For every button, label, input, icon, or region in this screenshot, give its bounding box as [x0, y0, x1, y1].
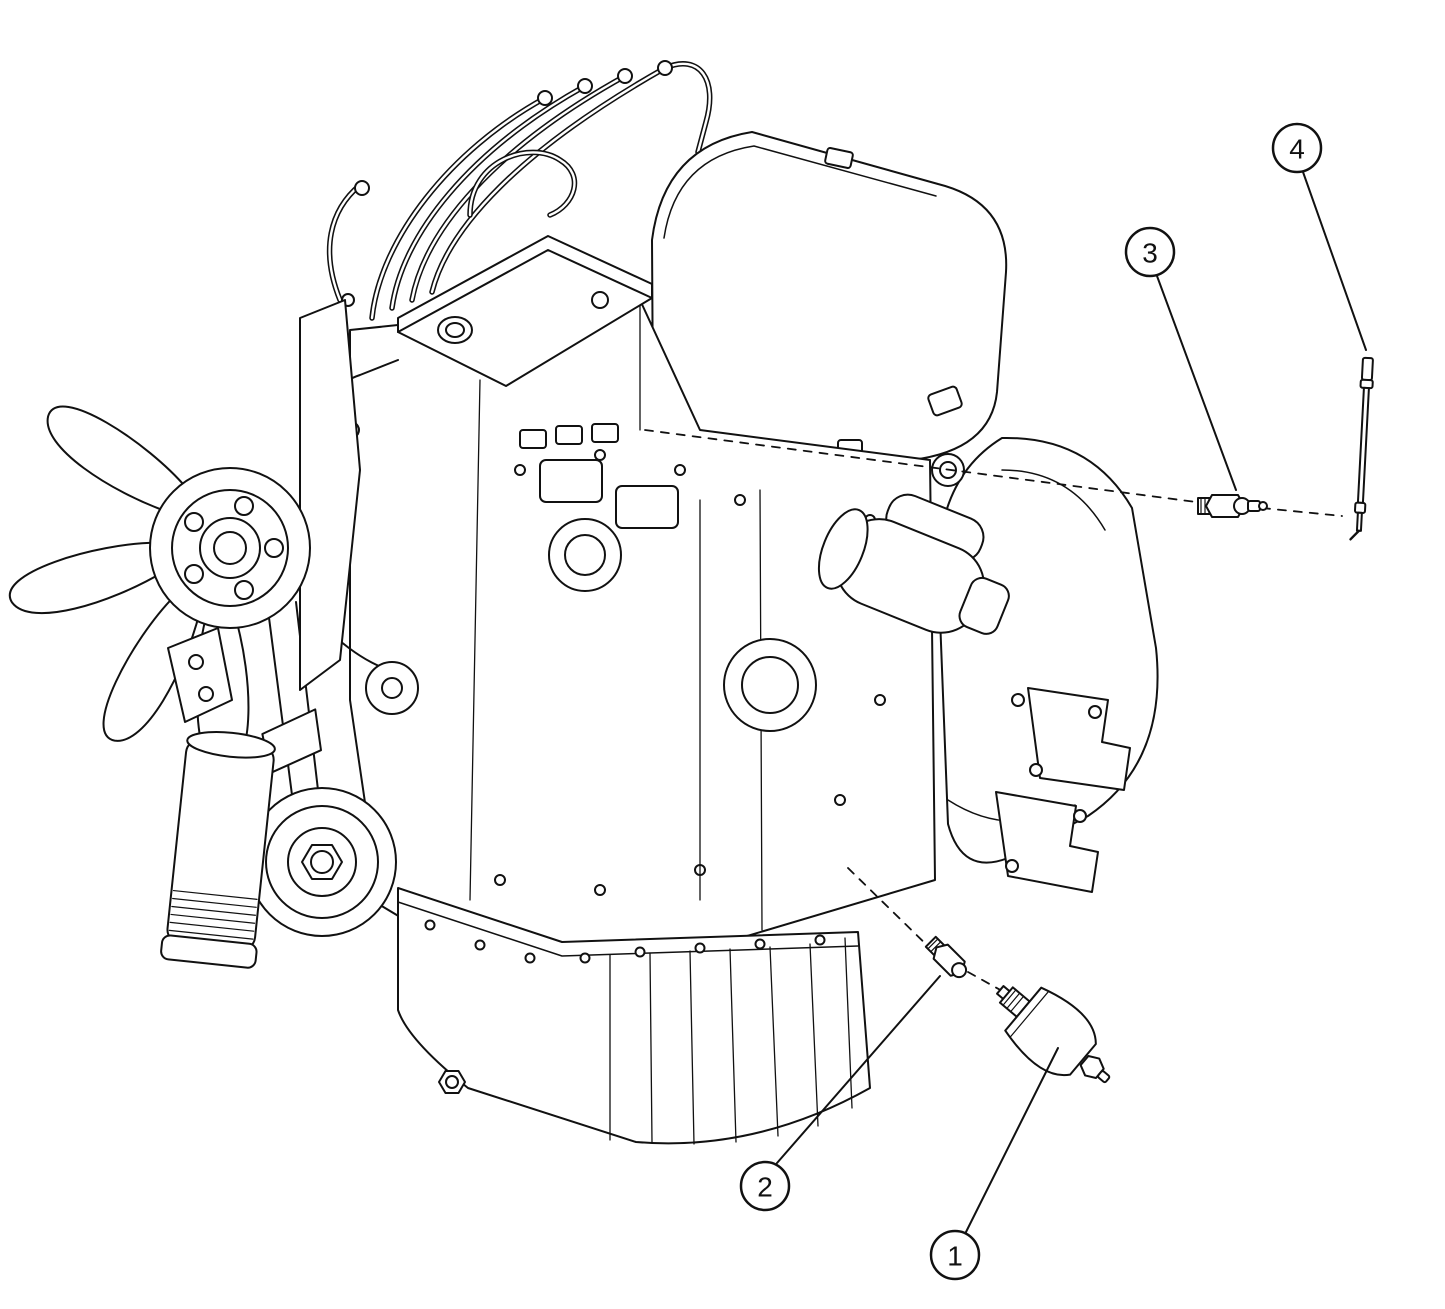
callout-1-leader-line — [965, 1047, 1059, 1233]
oil-pan — [397, 887, 871, 1145]
callout-2-circle — [739, 1160, 791, 1212]
starter-motor — [817, 493, 1010, 635]
callout-4: 4 — [1271, 122, 1367, 351]
fan-bracket — [299, 299, 361, 691]
valve-cover — [397, 235, 653, 387]
callout-3-circle — [1124, 226, 1176, 278]
callout-2-leader-line — [776, 975, 941, 1164]
part-temperature-sender — [1197, 494, 1268, 518]
callout-2-number: 2 — [757, 1172, 773, 1203]
dashed-line-to-part-2 — [847, 867, 937, 955]
callout-3-leader-line — [1156, 275, 1237, 491]
injection-pipes — [326, 60, 713, 321]
callout-1-number: 1 — [947, 1241, 963, 1272]
dashed-line-part3-to-part4 — [1261, 507, 1343, 517]
belt-and-pulleys — [247, 597, 419, 937]
callout-4-circle — [1271, 122, 1323, 174]
cooling-fan — [8, 405, 311, 775]
part-adapter-fitting — [924, 935, 968, 979]
part-oil-pressure-sender — [996, 985, 1111, 1084]
oil-filter — [160, 708, 322, 969]
callouts: 4 3 2 1 — [739, 122, 1367, 1281]
callout-2: 2 — [739, 975, 941, 1212]
engine-illustration — [8, 60, 1159, 1145]
flywheel-housing — [931, 436, 1159, 893]
part-glow-plug-probe — [1349, 356, 1374, 541]
callout-1: 1 — [929, 1047, 1059, 1281]
callout-3: 3 — [1124, 226, 1237, 491]
dashed-line-to-part-3 — [644, 429, 1197, 503]
callout-4-leader-line — [1302, 171, 1367, 351]
callout-4-number: 4 — [1289, 134, 1305, 165]
engine-mount-bracket — [167, 627, 233, 723]
callout-1-circle — [929, 1229, 981, 1281]
callout-3-number: 3 — [1142, 238, 1158, 269]
drain-plug — [438, 1070, 466, 1094]
engine-block — [329, 299, 936, 966]
